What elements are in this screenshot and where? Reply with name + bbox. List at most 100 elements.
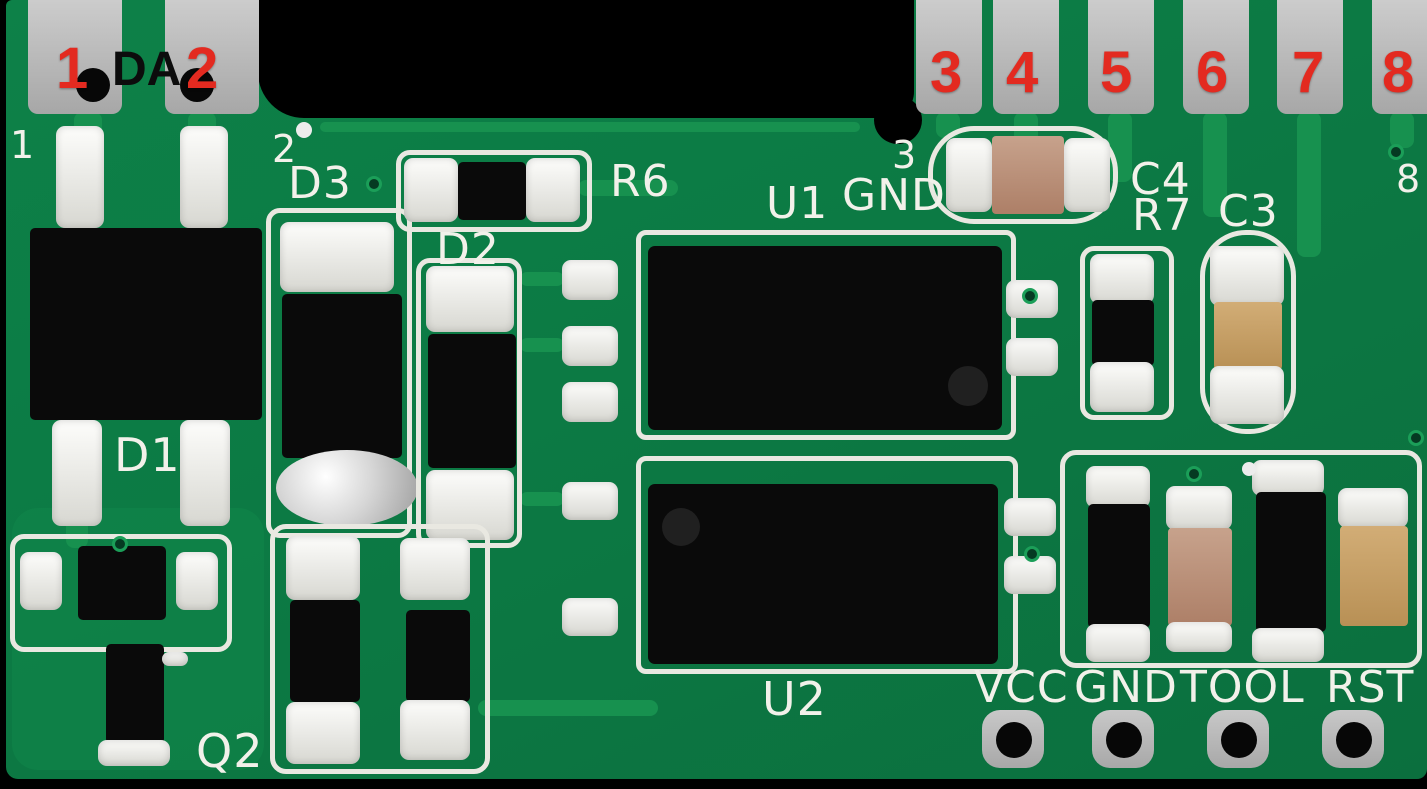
- silkscreen-label-r7: R7: [1132, 190, 1193, 241]
- copper-trace: [520, 492, 564, 506]
- pin-number-4: 4: [1006, 40, 1039, 105]
- component-r7-outline: [1080, 246, 1174, 420]
- component-d1-pad: [56, 126, 104, 228]
- component-u2-pin-pad: [1004, 498, 1056, 536]
- silkscreen-label-u2: U2: [762, 672, 827, 726]
- component-r6-pad: [404, 158, 458, 222]
- component-u2-body: [648, 484, 998, 664]
- pin-number-8: 8: [1382, 40, 1415, 105]
- board-edge-notch-bite: [874, 96, 922, 144]
- edge-pad-8: [1372, 0, 1427, 114]
- silkscreen-label-q2: Q2: [196, 724, 264, 778]
- pin-number-6: 6: [1196, 40, 1229, 105]
- bottom-right-outline: [1060, 450, 1422, 668]
- component-u1-pin-pad: [562, 382, 618, 422]
- component-c3-terminal: [1210, 246, 1284, 306]
- component-q2-pad: [98, 740, 170, 766]
- silkscreen-label-u1: U1: [766, 178, 829, 229]
- silkscreen-label-pin3: 3: [892, 133, 918, 177]
- bottom-right-pad: [1086, 466, 1150, 508]
- copper-trace: [520, 338, 564, 352]
- bottom-right-capacitor: [1340, 526, 1408, 626]
- copper-trace: [1390, 112, 1414, 148]
- bottom-middle-pad: [286, 702, 360, 764]
- edge-pad-3: [916, 0, 982, 114]
- silkscreen-label-d2: D2: [436, 224, 500, 275]
- component-d2-pad: [426, 266, 514, 332]
- component-u2-pin-pad: [1004, 556, 1056, 594]
- via: [112, 536, 128, 552]
- silkscreen-dot: [1242, 462, 1256, 476]
- bottom-right-pad: [1252, 460, 1324, 496]
- component-d3-solder-blob: [276, 450, 418, 526]
- bottom-middle-pad: [400, 700, 470, 760]
- test-hole-tool: [1221, 722, 1257, 758]
- test-point-label-gnd: GND: [1074, 662, 1178, 713]
- pin-number-2: 2: [186, 36, 219, 101]
- component-u1-pin-pad: [562, 326, 618, 366]
- component-q2-body: [78, 546, 166, 620]
- component-u2-pin-pad: [562, 482, 618, 520]
- edge-pad-5: [1088, 0, 1154, 114]
- component-c3-terminal: [1210, 366, 1284, 424]
- component-d3-outline: [266, 208, 412, 538]
- component-r6-pad: [526, 158, 580, 222]
- component-d1-pad: [180, 126, 228, 228]
- component-q2-pad: [20, 552, 62, 610]
- copper-trace: [1297, 112, 1321, 257]
- bottom-right-pad: [1252, 628, 1324, 662]
- component-r7-pad: [1090, 362, 1154, 412]
- silkscreen-label-pin8: 8: [1396, 157, 1422, 201]
- edge-pad-4: [993, 0, 1059, 114]
- component-u1-body: [648, 246, 1002, 430]
- bottom-middle-outline: [270, 524, 490, 774]
- test-hole-gnd: [1106, 722, 1142, 758]
- silkscreen-label-pin1: 1: [10, 123, 36, 167]
- component-c4-terminal: [946, 138, 992, 212]
- edge-pad-1-hole: [76, 68, 110, 102]
- board-edge-notch: [258, 0, 914, 118]
- component-c3-body: [1214, 302, 1282, 370]
- silkscreen-label-r6: R6: [610, 156, 671, 207]
- copper-trace: [320, 122, 860, 132]
- pin-number-1: 1: [56, 36, 89, 101]
- via: [366, 176, 382, 192]
- component-u1-pin1-dot: [948, 366, 988, 406]
- copper-trace: [520, 272, 564, 286]
- bottom-middle-pad: [400, 538, 470, 600]
- silkscreen-dot: [296, 122, 312, 138]
- component-u2-pin-pad: [562, 598, 618, 636]
- component-d1-pad: [180, 420, 230, 526]
- edge-pad-6: [1183, 0, 1249, 114]
- via: [1024, 546, 1040, 562]
- silkscreen-label-c3: C3: [1218, 186, 1279, 237]
- test-point-label-rst: RST: [1326, 662, 1415, 713]
- bottom-right-pad: [1086, 624, 1150, 662]
- component-u2-pin1-dot: [662, 508, 700, 546]
- bottom-right-capacitor: [1168, 528, 1232, 626]
- bottom-right-pad: [1166, 622, 1232, 652]
- copper-trace: [578, 180, 678, 196]
- component-r7-body: [1092, 300, 1154, 366]
- component-u1-outline: [636, 230, 1016, 440]
- component-u1-pin-pad: [562, 260, 618, 300]
- silkscreen-label-d1: D1: [114, 428, 181, 482]
- edge-pad-7: [1277, 0, 1343, 114]
- test-hole-rst: [1336, 722, 1372, 758]
- component-d1-pad: [52, 420, 102, 526]
- bottom-right-component: [1088, 504, 1150, 628]
- component-u1-pin-pad: [1006, 338, 1058, 376]
- test-point-label-vcc: VCC: [974, 662, 1069, 713]
- component-q2-tab: [106, 644, 164, 744]
- edge-pad-2-hole: [180, 68, 214, 102]
- silkscreen-label-u1-gnd: GND: [842, 170, 946, 221]
- via: [1022, 288, 1038, 304]
- via: [1388, 144, 1404, 160]
- edge-pad-2: [165, 0, 259, 114]
- copper-trace: [478, 700, 658, 716]
- bottom-right-component: [1256, 492, 1326, 632]
- bottom-right-pad: [1338, 488, 1408, 528]
- component-d3-pad: [280, 222, 394, 292]
- bottom-right-pad: [1166, 486, 1232, 530]
- component-r6-body: [458, 162, 526, 220]
